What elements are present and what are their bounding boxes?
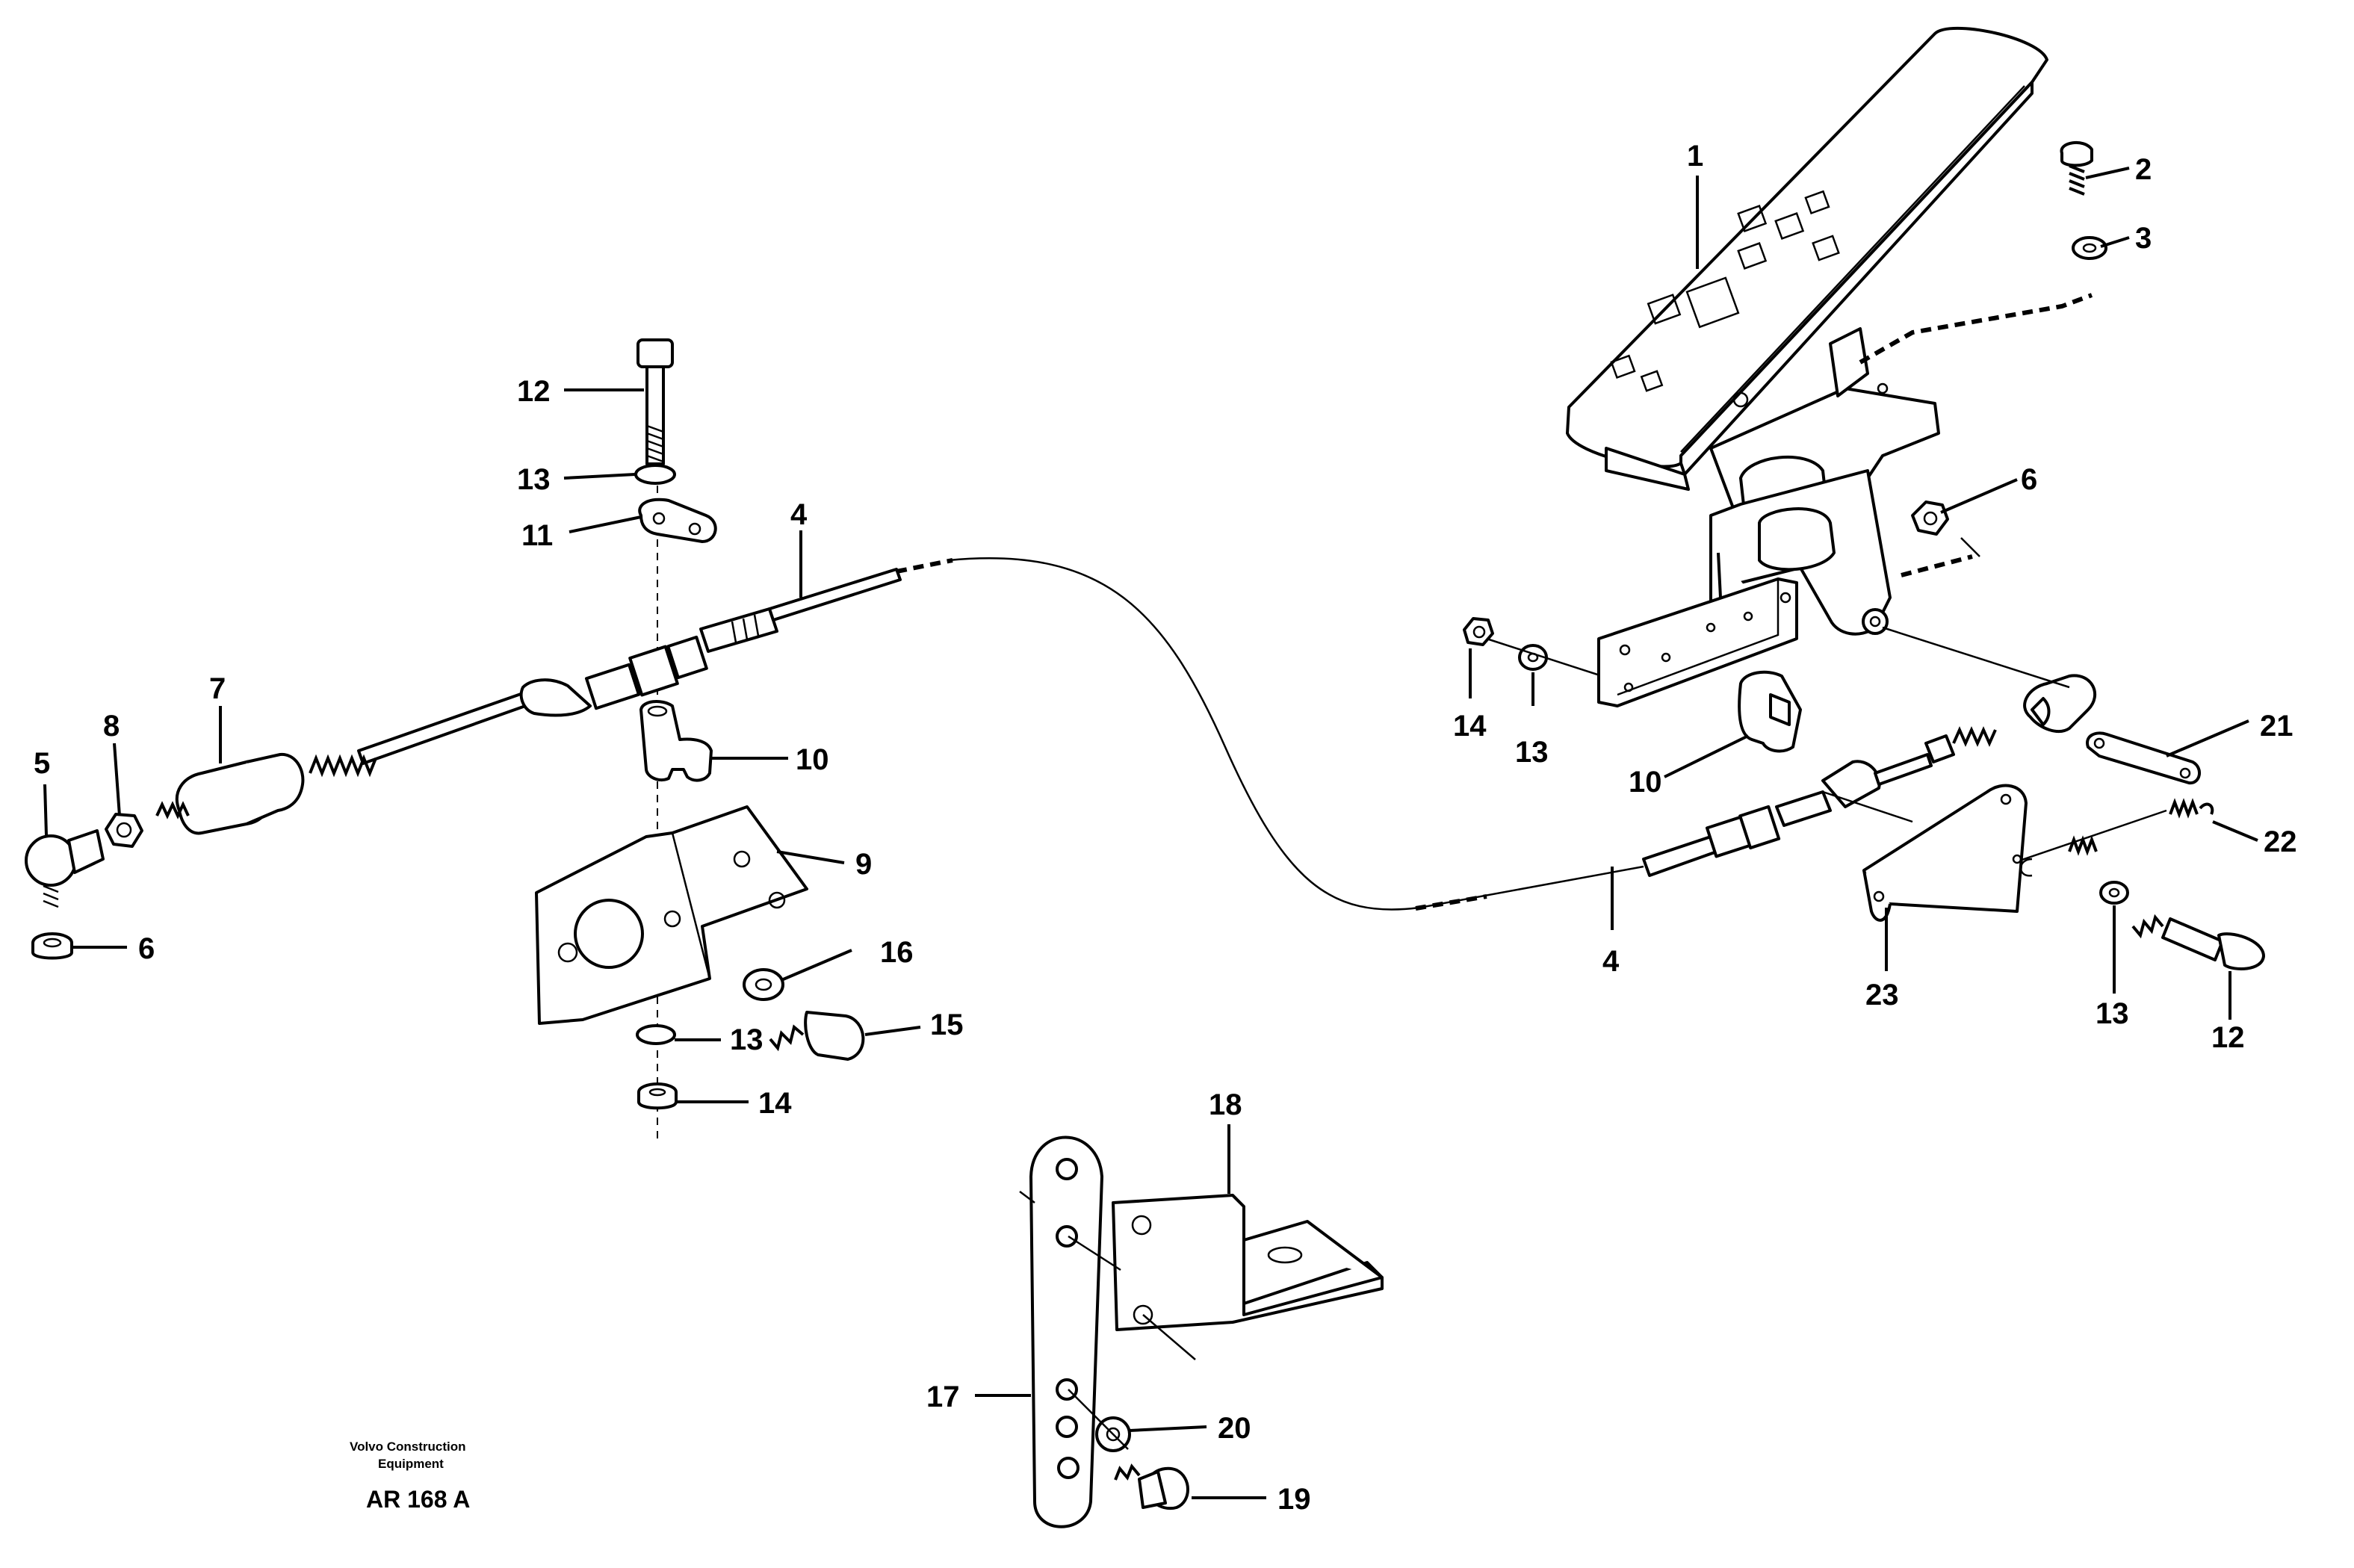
callout-5: 5 (34, 747, 50, 780)
callout-23: 23 (1865, 979, 1899, 1011)
link-arm (1029, 1135, 1103, 1528)
leader-lines (43, 167, 2258, 1499)
cable-clamp (1738, 670, 1802, 753)
clamp-plate (638, 498, 717, 543)
callout-12: 12 (517, 375, 551, 408)
link-plate (2086, 731, 2201, 785)
callout-9: 9 (855, 848, 872, 881)
callout-18: 18 (1209, 1088, 1242, 1121)
spring-bracket (1862, 784, 2028, 922)
nut (1463, 617, 1494, 646)
bolt (636, 338, 674, 465)
callout-labels: 1 2 3 6 14 13 10 21 22 23 13 12 4 12 13 … (34, 140, 2297, 1516)
callout-13: 13 (517, 463, 551, 496)
callout-10: 10 (796, 743, 829, 776)
bolt (2131, 914, 2265, 970)
callout-4: 4 (1602, 945, 1620, 978)
callout-13: 13 (2096, 997, 2129, 1030)
callout-13: 13 (1515, 736, 1549, 769)
callout-3: 3 (2135, 222, 2152, 255)
callout-6: 6 (2021, 463, 2037, 496)
cable-adapter (175, 752, 305, 835)
drawing-reference: AR 168 A (366, 1486, 470, 1513)
callout-10: 10 (1629, 766, 1662, 799)
callout-20: 20 (1218, 1412, 1251, 1445)
mounting-bracket (535, 805, 808, 1025)
cable-sheath-right (1642, 726, 1997, 877)
screw (2060, 140, 2093, 196)
callout-15: 15 (930, 1008, 964, 1041)
ball-joint (2023, 674, 2097, 733)
callout-19: 19 (1277, 1483, 1311, 1516)
ball-socket (25, 829, 105, 908)
callout-7: 7 (209, 672, 226, 705)
callout-1: 1 (1687, 140, 1703, 173)
callout-14: 14 (1453, 710, 1487, 743)
spring (309, 754, 377, 778)
nut (1911, 501, 1949, 536)
callout-8: 8 (103, 710, 120, 743)
footer: Volvo Construction Equipment AR 168 A (350, 1440, 470, 1513)
mounting-plate (1597, 577, 1798, 707)
callout-4: 4 (790, 498, 808, 531)
callout-22: 22 (2264, 825, 2297, 858)
company-division: Equipment (378, 1457, 444, 1471)
washer (634, 464, 676, 485)
callout-17: 17 (926, 1380, 960, 1413)
cable-sheath-left (357, 568, 902, 765)
throttle-cable (948, 557, 1644, 911)
angle-bracket (1112, 1194, 1384, 1331)
bolt (1114, 1463, 1189, 1510)
washer (2072, 236, 2107, 260)
callout-6: 6 (138, 932, 155, 965)
callout-11: 11 (521, 519, 553, 552)
nut (105, 813, 143, 848)
callout-13: 13 (730, 1023, 763, 1056)
callout-14: 14 (758, 1087, 792, 1120)
return-spring (2169, 798, 2214, 819)
callout-21: 21 (2260, 710, 2293, 743)
cable-clamp (639, 700, 713, 782)
nut (31, 932, 73, 960)
washer (2099, 881, 2129, 905)
bolt (769, 1011, 865, 1061)
accelerator-pedal (1566, 26, 2048, 491)
pedal-base (1709, 327, 1940, 636)
callout-16: 16 (880, 936, 914, 969)
washer (636, 1024, 676, 1045)
nut (637, 1082, 678, 1110)
company-name: Volvo Construction (350, 1440, 466, 1454)
callout-2: 2 (2135, 153, 2152, 186)
callout-12: 12 (2211, 1021, 2245, 1054)
washer (743, 968, 784, 1001)
